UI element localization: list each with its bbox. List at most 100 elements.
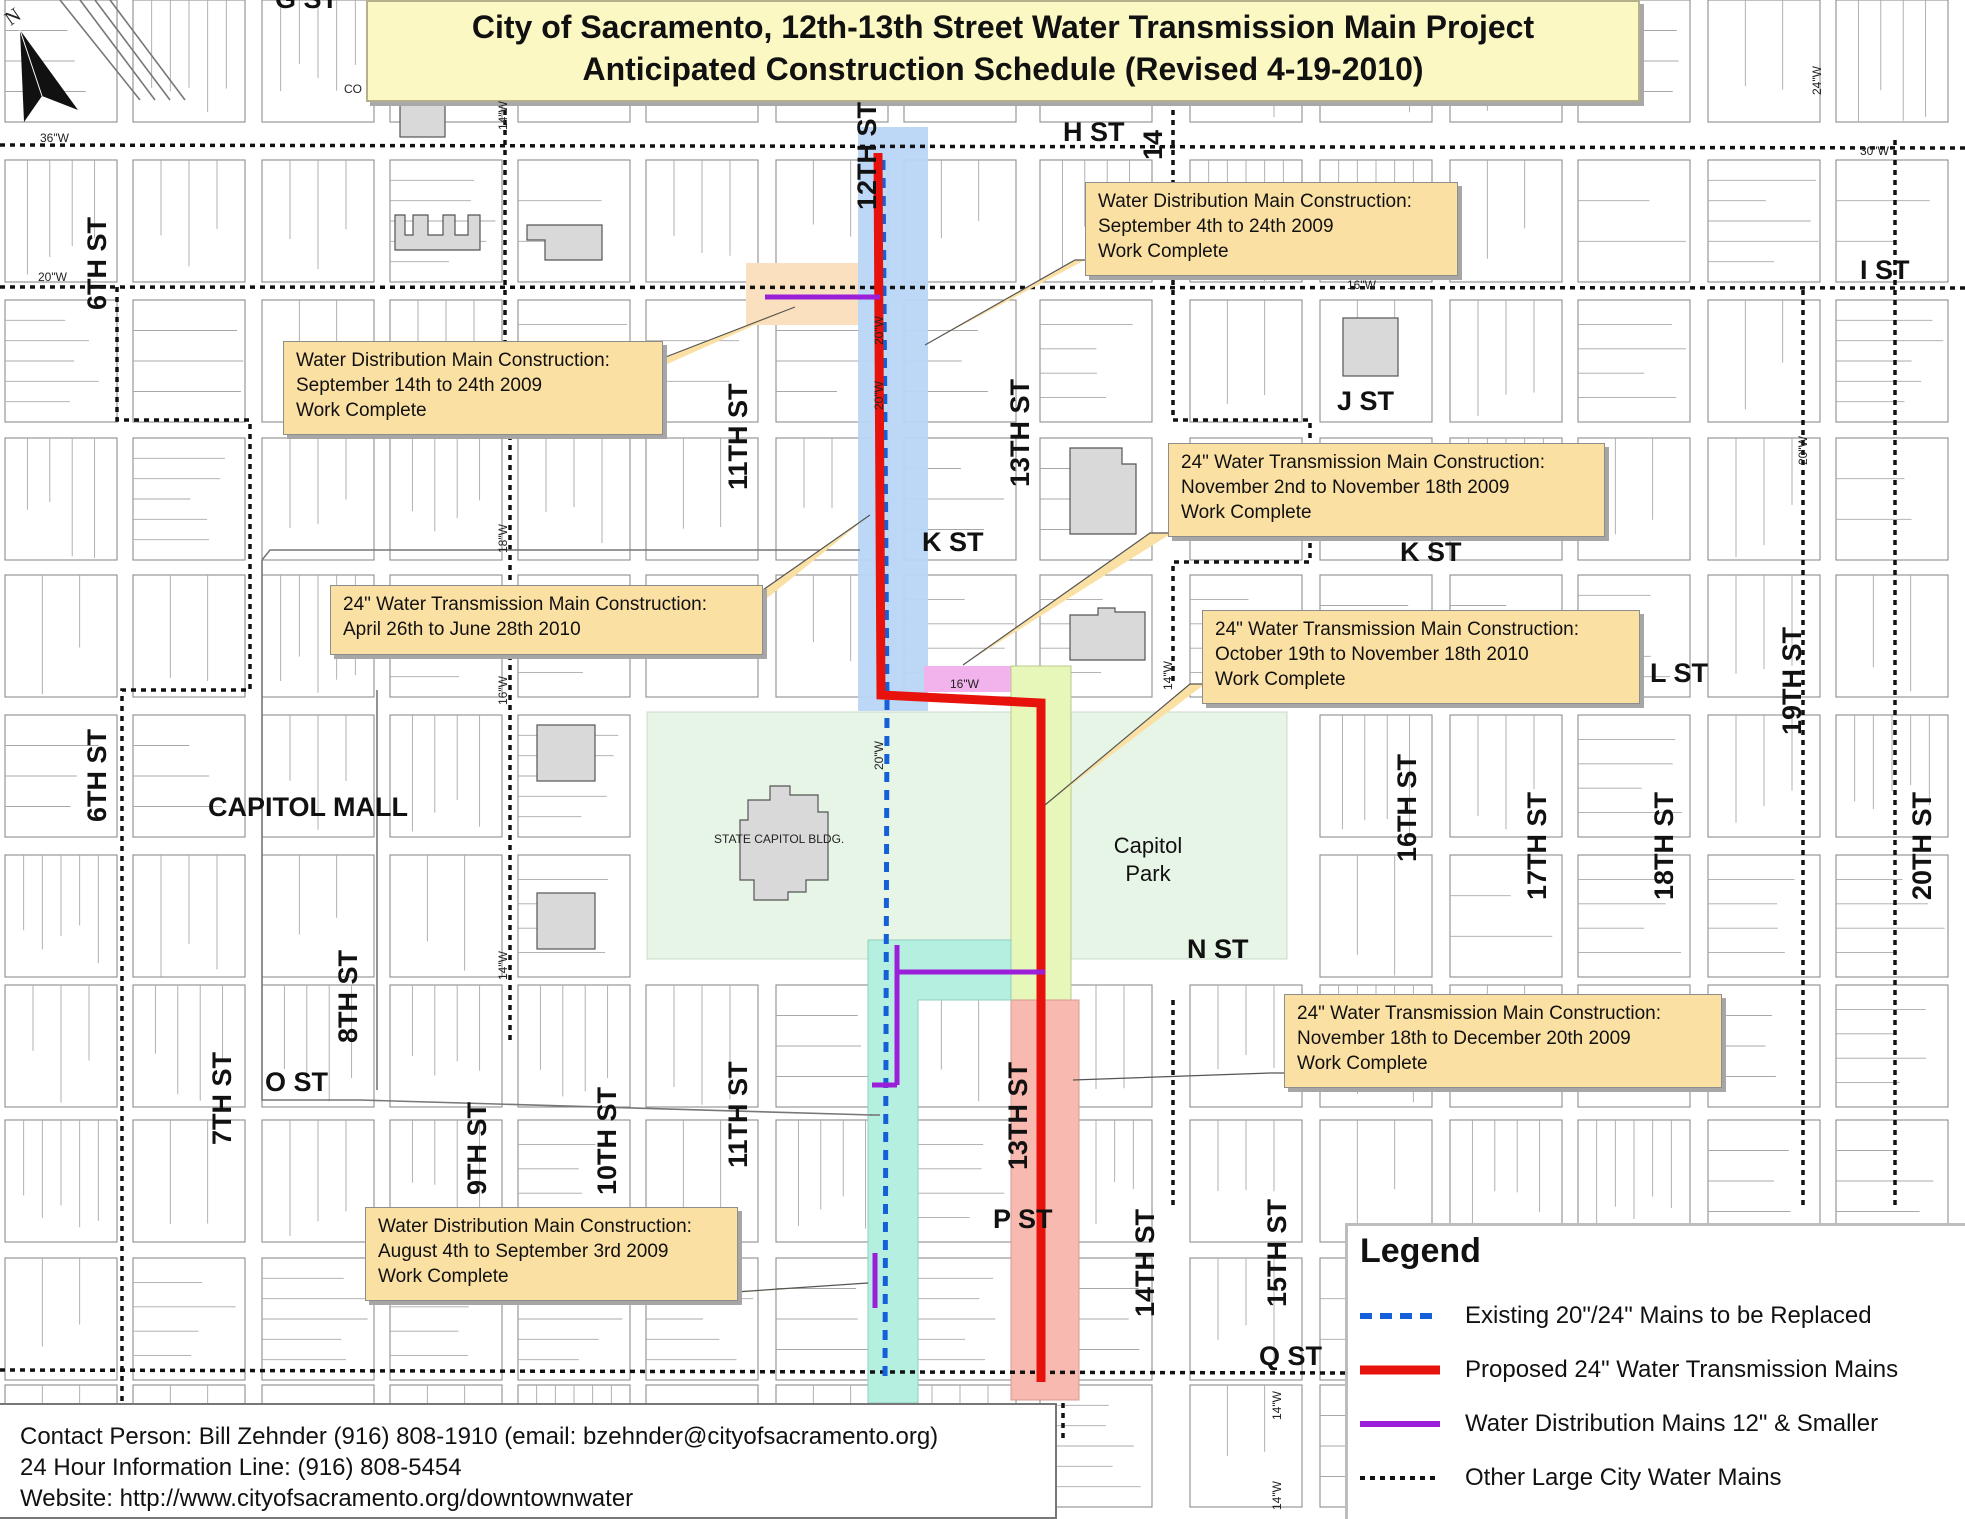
pipe-size-label: 16"W: [950, 677, 979, 691]
city-block: [132, 1257, 246, 1381]
legend: Legend Existing 20"/24" Mains to be Repl…: [1345, 1223, 1965, 1519]
zone-teal: [867, 939, 1012, 1404]
city-block: [1577, 299, 1691, 423]
city-block: [4, 574, 118, 698]
city-block: [1189, 299, 1303, 423]
pipe-size-label: 14"W: [1161, 661, 1175, 690]
city-block: [1707, 299, 1821, 423]
legend-label: Water Distribution Mains 12" & Smaller: [1465, 1410, 1879, 1437]
city-block: [1835, 159, 1949, 283]
callout-line: Work Complete: [378, 1266, 509, 1287]
street-label-20th: 20TH ST: [1907, 791, 1937, 900]
street-label-16th: 16TH ST: [1392, 753, 1422, 862]
callout-line: September 14th to 24th 2009: [296, 375, 543, 396]
street-label-8th: 8TH ST: [333, 949, 363, 1043]
pipe-size-label: 24"W: [1810, 66, 1824, 95]
street-label-capitol-mall: CAPITOL MALL: [208, 792, 408, 822]
street-label-11th-top: 11TH ST: [723, 383, 753, 490]
street-label-9th: 9TH ST: [462, 1101, 492, 1195]
legend-item-distribution: Water Distribution Mains 12" & Smaller: [1360, 1404, 1960, 1444]
callout-line: Work Complete: [1215, 669, 1346, 690]
street-label-k-2: K ST: [1400, 537, 1462, 567]
city-block: [1707, 0, 1821, 123]
callout-trans-nov18: 24" Water Transmission Main Construction…: [1284, 994, 1722, 1088]
callout-line: October 19th to November 18th 2010: [1215, 644, 1529, 665]
street-label-17th: 17TH ST: [1522, 791, 1552, 900]
pipe-size-label: 14"W: [496, 101, 510, 130]
callout-line: Water Distribution Main Construction:: [378, 1216, 692, 1237]
city-block: [517, 159, 631, 283]
street-label-6th-top: 6TH ST: [82, 216, 112, 310]
pipe-size-label: 14"W: [496, 951, 510, 980]
street-label-15th: 15TH ST: [1262, 1198, 1292, 1307]
callout-line: November 2nd to November 18th 2009: [1181, 477, 1510, 498]
pipe-size-label: 20"W: [872, 381, 886, 410]
pipe-size-label: 20"W: [38, 270, 67, 284]
callout-line: Water Distribution Main Construction:: [296, 350, 610, 371]
legend-item-existing: Existing 20"/24" Mains to be Replaced: [1360, 1296, 1960, 1336]
callout-line: November 18th to December 20th 2009: [1297, 1028, 1631, 1049]
solid-red-line-icon: [1360, 1365, 1440, 1375]
city-block: [1577, 854, 1691, 978]
street-label-11th-bot: 11TH ST: [723, 1061, 753, 1168]
dashed-blue-line-icon: [1360, 1313, 1440, 1319]
distribution-mains: [765, 294, 1045, 1308]
city-block: [1835, 984, 1949, 1108]
city-block: [4, 1257, 118, 1381]
city-block: [1577, 159, 1691, 283]
callout-trans-nov2: 24" Water Transmission Main Construction…: [1168, 443, 1605, 537]
street-label-l: L ST: [1650, 658, 1709, 688]
callout-dist-sep14: Water Distribution Main Construction: Se…: [283, 341, 663, 435]
pipe-size-label: 36"W: [40, 131, 69, 145]
street-label-18th: 18TH ST: [1649, 791, 1679, 900]
street-label-p: P ST: [993, 1204, 1053, 1234]
north-arrow-icon: [19, 29, 78, 122]
pipe-size-label: 16"W: [496, 676, 510, 705]
solid-purple-line-icon: [1360, 1421, 1440, 1427]
city-block: [1835, 574, 1949, 698]
pipe-size-label: 14"W: [1270, 1391, 1284, 1420]
legend-label: Existing 20"/24" Mains to be Replaced: [1465, 1302, 1872, 1329]
contact-info: Contact Person: Bill Zehnder (916) 808-1…: [0, 1403, 1057, 1519]
street-label-14-top: 14: [1138, 129, 1168, 160]
callout-line: Work Complete: [1181, 502, 1312, 523]
zone-orange: [746, 263, 858, 325]
capitol-park-label: Capitol Park: [1103, 832, 1193, 888]
street-label-n: N ST: [1187, 934, 1249, 964]
city-block: [517, 854, 631, 978]
street-label-12th: 12TH ST: [852, 101, 882, 210]
callout-leaders: [644, 259, 1285, 1294]
callout-line: Water Distribution Main Construction:: [1098, 191, 1412, 212]
city-block: [1835, 437, 1949, 561]
city-block: [1449, 159, 1563, 283]
street-label-7th: 7TH ST: [207, 1051, 237, 1145]
callout-line: April 26th to June 28th 2010: [343, 619, 581, 640]
city-block: [389, 854, 503, 978]
street-label-6th-mid: 6TH ST: [82, 728, 112, 822]
pipe-size-label: 30"W: [1860, 144, 1889, 158]
map-title: City of Sacramento, 12th-13th Street Wat…: [366, 0, 1640, 102]
state-capitol-label: STATE CAPITOL BLDG.: [714, 832, 845, 846]
title-line-1: City of Sacramento, 12th-13th Street Wat…: [471, 9, 1535, 45]
city-block: [1039, 299, 1153, 423]
callout-line: 24" Water Transmission Main Construction…: [1181, 452, 1546, 473]
street-label-13th-top: 13TH ST: [1005, 378, 1035, 487]
legend-title: Legend: [1360, 1232, 1481, 1270]
co-label: CO: [344, 82, 362, 96]
legend-item-other: Other Large City Water Mains: [1360, 1458, 1960, 1498]
city-block: [1577, 714, 1691, 838]
city-block: [1319, 299, 1433, 423]
city-block: [4, 159, 118, 283]
dotted-black-line-icon: [1360, 1476, 1440, 1480]
pipe-size-label: 14"W: [1270, 1481, 1284, 1510]
city-block: [1449, 854, 1563, 978]
pipe-size-label: 20"W: [872, 741, 886, 770]
callout-line: Work Complete: [1297, 1053, 1428, 1074]
street-label-q: Q ST: [1259, 1341, 1323, 1371]
callout-line: Work Complete: [296, 400, 427, 421]
city-block: [1835, 0, 1949, 123]
city-block: [645, 437, 759, 561]
proposed-transmission-main: [873, 152, 1046, 1382]
city-block: [1835, 854, 1949, 978]
